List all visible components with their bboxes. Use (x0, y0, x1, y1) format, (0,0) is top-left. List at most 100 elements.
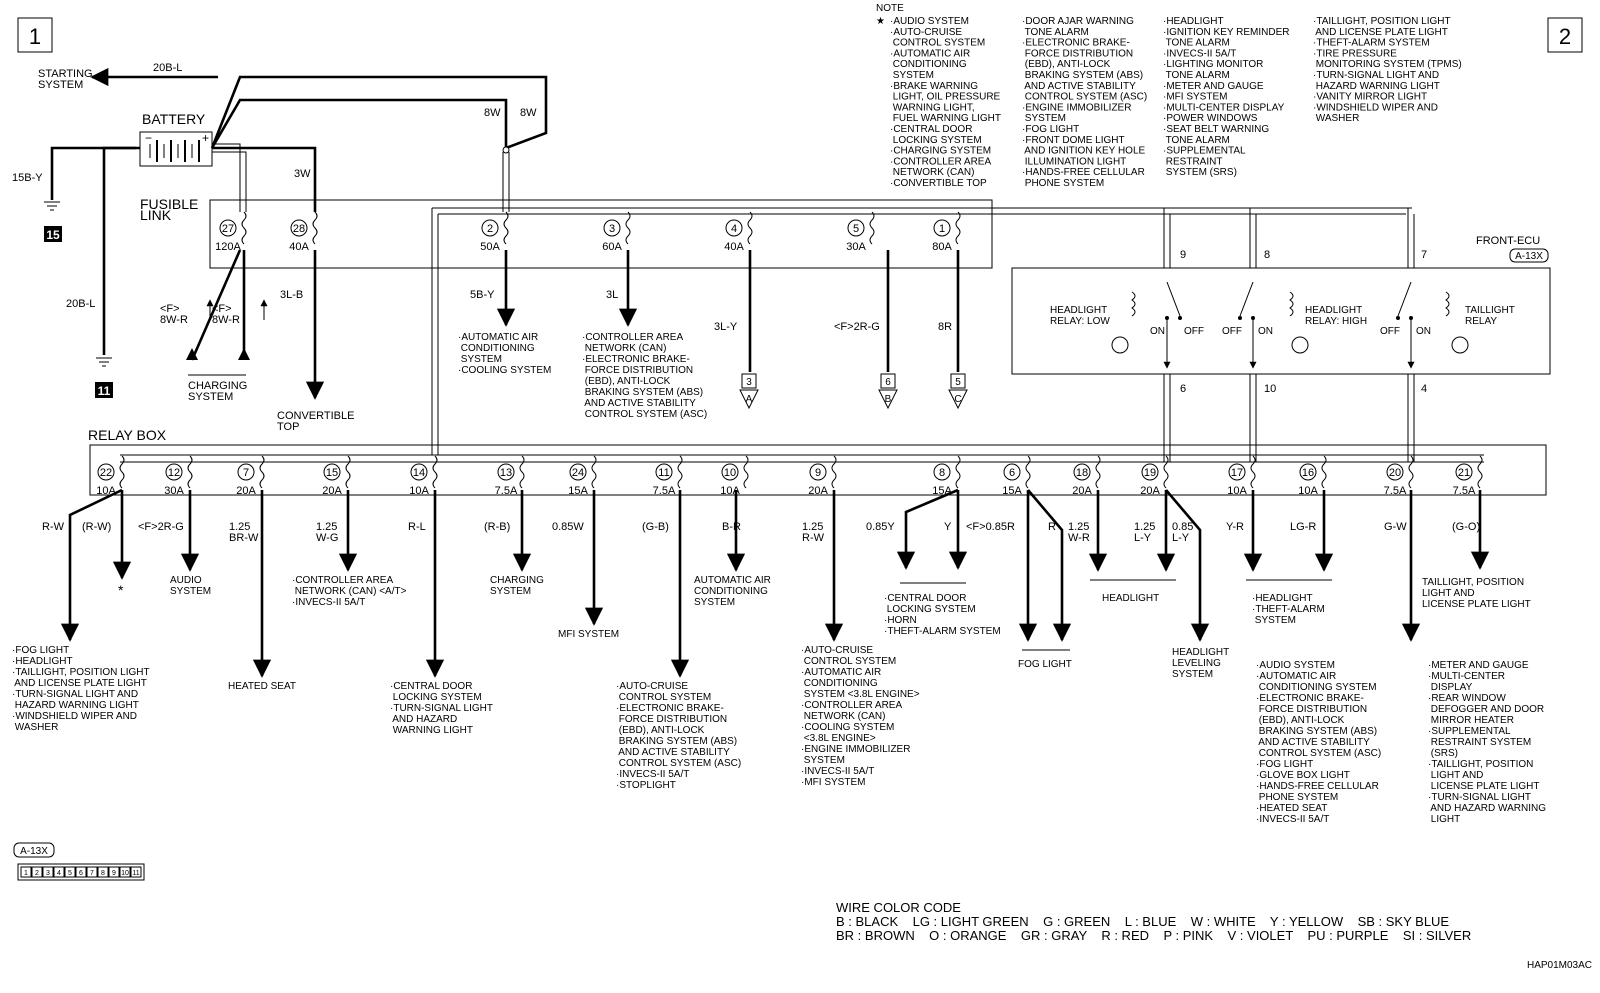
conn-a-num: 3 (746, 377, 752, 388)
connector-pin-11 (130, 866, 142, 878)
relay-box-fuse-20-num: 20 (1389, 467, 1401, 479)
wire-color-line2: BR : BROWN O : ORANGE GR : GRAY R : RED … (836, 928, 1471, 943)
relay-box-fuse-21-num: 21 (1458, 467, 1470, 479)
relay-box-fuse-8-num: 8 (939, 467, 945, 479)
page-marker-right-label: 2 (1559, 24, 1571, 49)
relay-box: RELAY BOX 2210A1230A720A1520A1410A137.5A… (88, 427, 1547, 497)
ecu-pin-8: 8 (1264, 249, 1270, 261)
connector-pin-label-8: 8 (101, 870, 105, 877)
relay-box-fuse-15-num: 15 (326, 467, 338, 479)
svg-text:+: + (202, 131, 209, 145)
relay-box-fuse-17-amp: 10A (1227, 485, 1247, 497)
relay-box-fuse-19-amp: 20A (1140, 485, 1160, 497)
dest-8: ·CENTRAL DOOR LOCKING SYSTEM·HORN·THEFT-… (884, 593, 1001, 637)
relay-box-fuse-13: 13 7.5A (495, 455, 525, 497)
conn-b: B (885, 394, 892, 405)
connector-pin-label-6: 6 (79, 870, 83, 877)
connector-pin-3 (42, 866, 54, 878)
w-lgr: LG-R (1290, 521, 1316, 533)
relay-box-fuse-24-amp: 15A (568, 485, 588, 497)
svg-text:−: − (145, 131, 152, 145)
figure-code: HAP01M03AC (1527, 960, 1592, 971)
ground-11-num: 11 (98, 384, 111, 398)
ground-11-icon (96, 357, 112, 367)
note-col1: ·AUDIO SYSTEM·AUTO-CRUISE CONTROL SYSTEM… (890, 16, 1001, 189)
relay-box-fuse-15-amp: 20A (322, 485, 342, 497)
w-085y: 0.85Y (866, 521, 895, 533)
w-5by: 5B-Y (470, 289, 495, 301)
note-star: ★ (876, 16, 885, 27)
note-block: NOTE ★ ·AUDIO SYSTEM·AUTO-CRUISE CONTROL… (876, 3, 1462, 189)
dest-6: FOG LIGHT (1018, 659, 1072, 670)
relay-box-fuse-16-num: 16 (1302, 467, 1314, 479)
ecu-pin-6: 6 (1180, 383, 1186, 395)
relay-box-fuse-21: 217.5A (1453, 455, 1483, 497)
w-f085r: <F>0.85R (966, 521, 1015, 533)
connector-pin-label-4: 4 (57, 870, 61, 877)
dest-22: ·FOG LIGHT·HEADLIGHT·TAILLIGHT, POSITION… (12, 645, 150, 733)
relay-box-fuse-11: 117.5A (653, 455, 683, 497)
battery-label: BATTERY (142, 111, 206, 127)
relay-box-fuse-22-num: 22 (100, 467, 112, 479)
relay-box-fuse-13-num: 13 (500, 467, 512, 479)
conn-c: C (954, 394, 961, 405)
conn-b-num: 6 (885, 377, 891, 388)
connector-pin-7 (86, 866, 98, 878)
wire-3w: 3W (294, 168, 311, 180)
w-f2rg-fl: <F>2R-G (834, 321, 880, 333)
star-22: * (118, 582, 124, 598)
connector-pin-label-3: 3 (46, 870, 50, 877)
relay-box-fuse-15: 15 20A (322, 455, 351, 497)
relay-tail-icon (1396, 281, 1469, 369)
connector-pin-1 (20, 866, 32, 878)
ecu-pin-7: 7 (1421, 249, 1427, 261)
w-rb: (R-B) (484, 521, 510, 533)
fusible-link-fuse-2-amp: 50A (480, 241, 500, 253)
fusible-link-fuse-1-num: 1 (939, 223, 945, 235)
fusible-link-fuse-4-amp: 40A (724, 241, 744, 253)
w-go: (G-O) (1452, 521, 1480, 533)
connector-pin-10 (119, 866, 131, 878)
w-rw-p: (R-W) (82, 521, 111, 533)
wire-color-title: WIRE COLOR CODE (836, 900, 961, 915)
connector-pin-5 (64, 866, 76, 878)
relay-box-fuse-7-num: 7 (243, 467, 249, 479)
conn-a: A (746, 394, 753, 405)
w-gw: G-W (1384, 521, 1407, 533)
relay-box-fuse-12-amp: 30A (164, 485, 184, 497)
battery-icon: − + (139, 131, 213, 167)
fusible-link-fuse-28-num: 28 (293, 223, 305, 235)
relay-tail-on: ON (1416, 326, 1431, 337)
connector-pin-4 (53, 866, 65, 878)
w-br: B-R (722, 521, 741, 533)
relay-box-label: RELAY BOX (88, 427, 167, 443)
relay-box-fuse-20: 207.5A (1384, 455, 1414, 497)
w-yr: Y-R (1226, 521, 1244, 533)
relay-box-fuse-14-amp: 10A (409, 485, 429, 497)
relay-box-fuse-13-amp: 7.5A (495, 485, 518, 497)
relay-box-fuse-7-amp: 20A (236, 485, 256, 497)
relay-high-off: OFF (1222, 326, 1242, 337)
dest-fl-3: ·CONTROLLER AREA NETWORK (CAN)·ELECTRONI… (582, 332, 707, 420)
connector-pin-2 (31, 866, 43, 878)
relay-high-icon (1238, 281, 1309, 369)
relay-tail-off: OFF (1380, 326, 1400, 337)
ground-15-num: 15 (46, 228, 60, 242)
